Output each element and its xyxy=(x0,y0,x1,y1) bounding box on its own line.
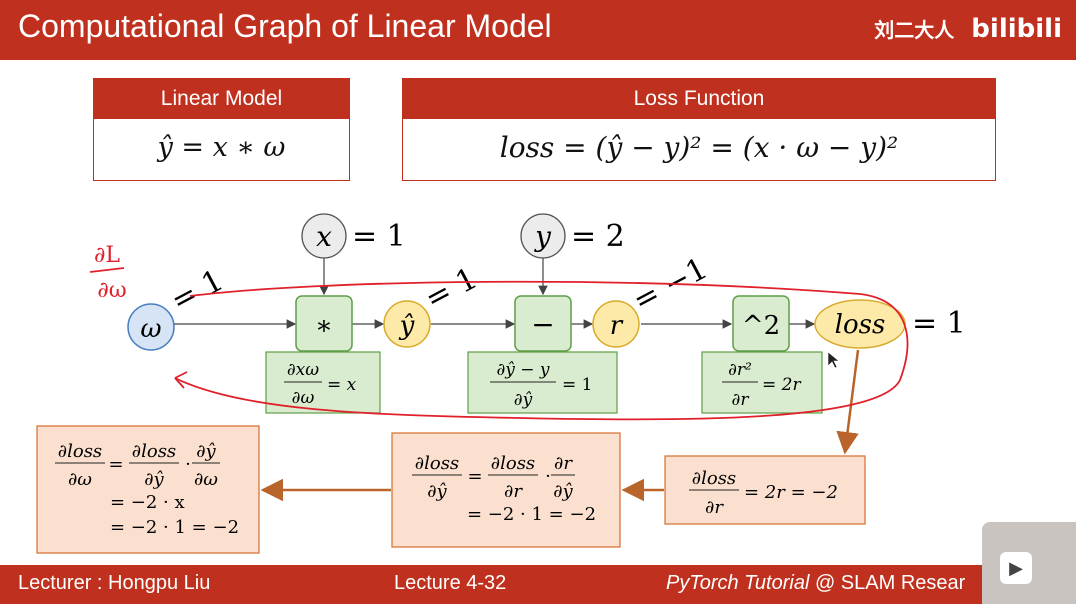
title-bar: Computational Graph of Linear Model 刘二大人… xyxy=(0,0,1076,60)
backprop-yhat-dot: · xyxy=(545,466,551,487)
local-grad-mul-num: ∂xω xyxy=(287,360,319,380)
brand: 刘二大人 bilibili xyxy=(874,14,1062,44)
backprop-yhat-t1-num: ∂loss xyxy=(491,453,535,474)
yhat-grad-annotation: = 1 xyxy=(419,261,483,317)
backprop-box-omega xyxy=(36,425,260,554)
backprop-yhat-t1-den: ∂r xyxy=(504,481,523,502)
loss-function-box: Loss Function loss = (ŷ − y)² = (x · ω −… xyxy=(402,78,996,181)
input-x-node xyxy=(301,213,347,259)
backprop-yhat-lhs-num: ∂loss xyxy=(415,453,459,474)
handwritten-dl-numerator: ∂L xyxy=(94,243,120,268)
input-x-value: = 1 xyxy=(352,219,406,254)
presenter-video-thumbnail[interactable]: ▶ xyxy=(982,522,1076,604)
input-y-node xyxy=(520,213,566,259)
linear-model-box: Linear Model ŷ = x ∗ ω xyxy=(93,78,350,181)
local-grad-sub-num: ∂ŷ − y xyxy=(496,360,549,380)
lecturer-label: Lecturer : Hongpu Liu xyxy=(18,572,211,594)
backprop-omega-dot: · xyxy=(185,454,191,475)
backprop-r-den: ∂r xyxy=(705,497,724,518)
backprop-omega-t1-den: ∂ŷ xyxy=(144,469,164,490)
backprop-omega-t1-num: ∂loss xyxy=(132,441,176,462)
brand-name: 刘二大人 xyxy=(874,18,955,42)
backprop-r-num: ∂loss xyxy=(692,468,736,489)
footer-bar: Lecturer : Hongpu Liu Lecture 4-32 PyTor… xyxy=(0,565,1076,604)
lecture-number: Lecture 4-32 xyxy=(394,572,507,594)
linear-model-formula: ŷ = x ∗ ω xyxy=(157,132,286,163)
play-icon[interactable]: ▶ xyxy=(1000,552,1032,584)
mouse-cursor-icon xyxy=(827,351,840,369)
course-name: PyTorch Tutorial xyxy=(666,572,810,594)
loss-function-title: Loss Function xyxy=(403,79,995,119)
handwritten-arrowhead xyxy=(174,371,188,389)
handwritten-dw-denominator: ∂ω xyxy=(97,278,126,303)
backprop-omega-line2: = −2 · x xyxy=(110,492,185,513)
backprop-omega-result: = −2 · 1 = −2 xyxy=(110,517,239,538)
local-grad-mul-den: ∂ω xyxy=(292,388,315,408)
backprop-r-rhs: = 2r = −2 xyxy=(744,482,838,503)
input-x-symbol: x xyxy=(316,220,332,253)
square-op-node xyxy=(732,295,790,352)
backprop-omega-lhs-den: ∂ω xyxy=(68,469,92,490)
mul-op-node xyxy=(295,295,353,352)
local-grad-mul-box xyxy=(265,351,381,414)
backprop-yhat-result: = −2 · 1 = −2 xyxy=(467,504,596,525)
local-grad-square-num: ∂r² xyxy=(728,360,752,380)
backprop-yhat-lhs-den: ∂ŷ xyxy=(427,481,447,502)
linear-model-title: Linear Model xyxy=(94,79,349,119)
r-node xyxy=(592,300,640,348)
local-grad-square-den: ∂r xyxy=(732,390,750,410)
backprop-omega-eq: = xyxy=(108,454,123,475)
backprop-arrow-loss xyxy=(836,349,860,455)
omega-grad-annotation: = 1 xyxy=(165,263,229,319)
mul-op-symbol: ∗ xyxy=(315,311,333,341)
backprop-yhat-t2-den: ∂ŷ xyxy=(553,481,573,502)
backprop-omega-t2-den: ∂ω xyxy=(194,469,218,490)
omega-node xyxy=(127,303,175,351)
sub-op-symbol: − xyxy=(531,308,554,341)
yhat-symbol: ŷ xyxy=(399,311,415,341)
square-op-symbol: ^2 xyxy=(742,311,780,341)
backprop-yhat-eq: = xyxy=(467,466,482,487)
yhat-node xyxy=(383,300,431,348)
r-symbol: r xyxy=(610,311,624,341)
backprop-omega-lhs-num: ∂loss xyxy=(58,441,102,462)
course-org: @ SLAM Resear xyxy=(809,572,966,594)
loss-function-formula: loss = (ŷ − y)² = (x · ω − y)² xyxy=(499,131,899,164)
backprop-omega-t2-num: ∂ŷ xyxy=(196,441,216,462)
loss-symbol: loss xyxy=(835,310,886,340)
local-grad-mul-rhs: = x xyxy=(327,375,357,395)
local-grad-square-rhs: = 2r xyxy=(762,375,801,395)
backprop-yhat-t2-num: ∂r xyxy=(554,453,573,474)
course-credit: PyTorch Tutorial @ SLAM Resear xyxy=(666,572,965,595)
local-grad-sub-den: ∂ŷ xyxy=(514,390,533,410)
input-y-symbol: y xyxy=(533,220,552,253)
input-y-value: = 2 xyxy=(571,219,625,254)
bilibili-logo-icon: bilibili xyxy=(971,14,1062,44)
local-grad-sub-rhs: = 1 xyxy=(562,375,592,395)
omega-symbol: ω xyxy=(140,314,161,344)
loss-value: = 1 xyxy=(912,306,966,341)
slide-title: Computational Graph of Linear Model xyxy=(18,8,552,44)
handwritten-loop-annotation xyxy=(174,280,909,421)
backprop-box-yhat xyxy=(391,432,621,548)
sub-op-node xyxy=(514,295,572,352)
